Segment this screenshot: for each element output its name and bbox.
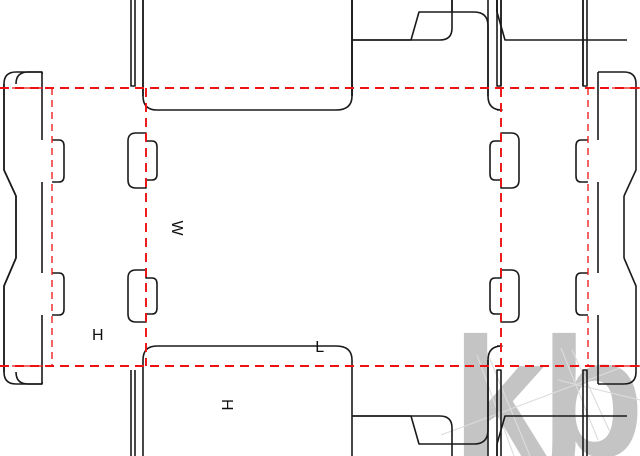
- cut-far-right-lower-ear: [598, 257, 637, 385]
- cut-bottom-left-glue-panel: [142, 345, 353, 456]
- cut-top-right-region: [500, 0, 584, 86]
- cut-bottom-center-flap: [352, 415, 453, 456]
- cut-left-lock-upper: [52, 139, 65, 183]
- cut-top-left-side-flap: [130, 0, 136, 87]
- watermark-group: kb: [440, 303, 640, 456]
- cut-left-upper-ear: [3, 71, 42, 197]
- cut-bottom-narrow-flap: [352, 360, 489, 445]
- cut-bottom-right-glue-panel: [487, 345, 503, 456]
- dimension-label-length: L: [315, 339, 324, 356]
- cut-line-group: [3, 0, 637, 456]
- cut-top-left-glue-panel: [142, 0, 353, 111]
- cut-left-panel-lower-edge: [130, 370, 136, 456]
- cut-left-lock-lower: [52, 272, 65, 316]
- fold-line-group: [0, 87, 640, 367]
- cut-tab-upper-left: [127, 132, 158, 189]
- cut-right-lock-lower: [575, 272, 588, 316]
- cut-top-right-glue-panel: [487, 0, 503, 111]
- cut-bottom-right-side-flap: [496, 369, 502, 456]
- cut-tab-upper-right: [489, 132, 520, 189]
- cut-top-center-flap-shoulder: [496, 0, 627, 41]
- cut-right-lock-upper: [575, 139, 588, 183]
- cut-far-left-outer-edge: [3, 71, 43, 385]
- cut-bottom-far-right-flap: [582, 369, 588, 456]
- dimension-label-height-left: H: [92, 327, 104, 344]
- cut-tab-lower-left: [127, 269, 158, 323]
- cut-top-narrow-flap: [352, 11, 489, 96]
- watermark-diagonal-lines: [440, 347, 640, 456]
- cut-far-right-upper-ear: [598, 71, 637, 197]
- dimension-label-group: W L H H: [92, 220, 324, 411]
- watermark-kb-text: kb: [452, 303, 638, 456]
- dimension-label-width: W: [168, 220, 185, 236]
- cut-top-edge-runs: [142, 0, 353, 96]
- cut-top-center-flap: [352, 0, 453, 41]
- cut-left-lower-ear: [3, 257, 42, 385]
- dimension-label-height-bottom: H: [218, 399, 235, 411]
